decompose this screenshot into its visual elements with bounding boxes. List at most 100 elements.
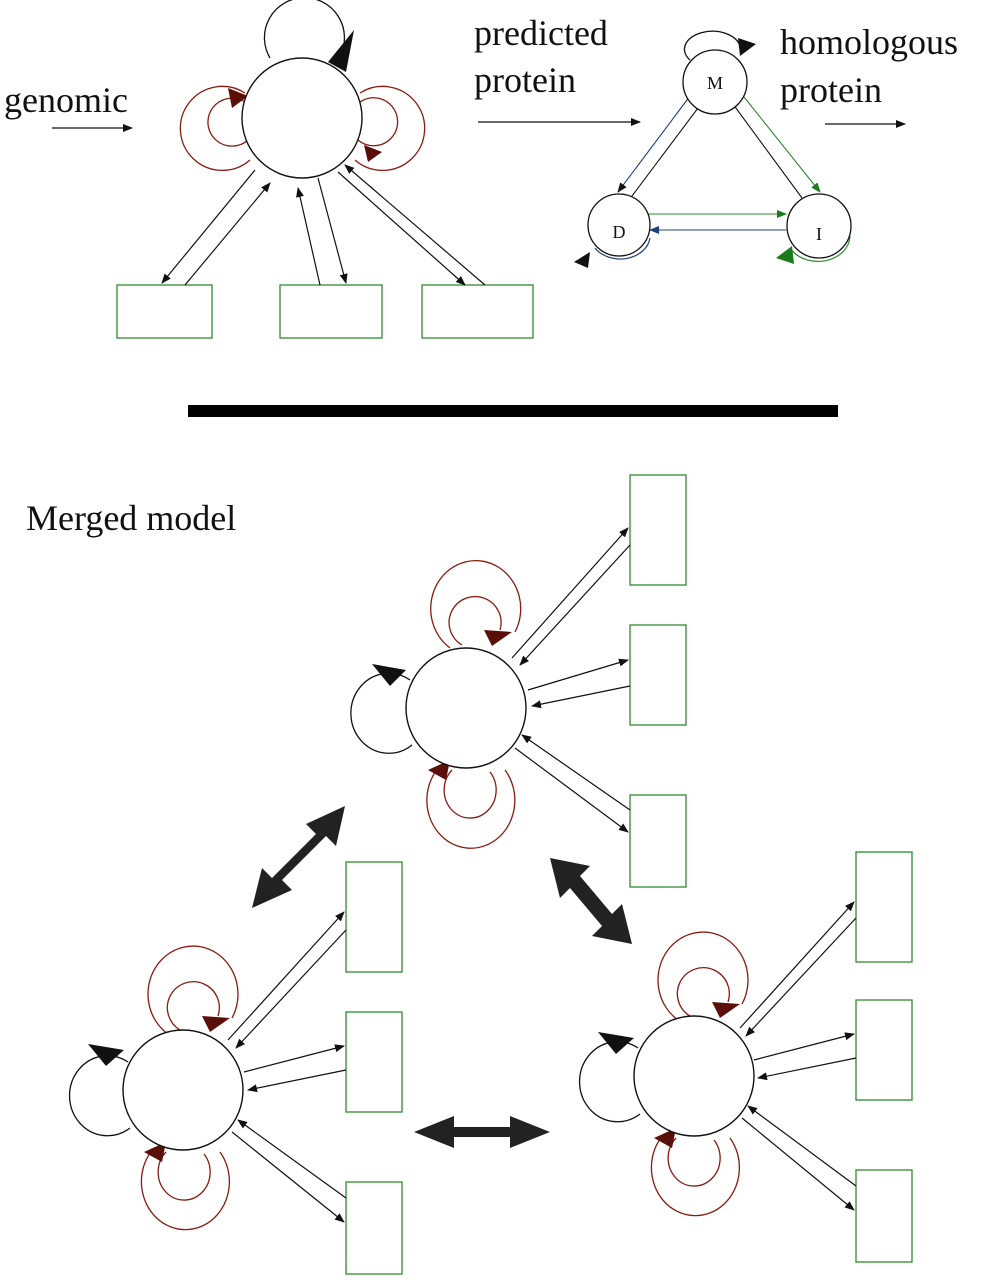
br-black-loop-head (598, 1032, 634, 1054)
br-lower-outer-loop (650, 1133, 741, 1217)
top-lower-inner-loop (443, 769, 497, 819)
protein-profile-model: predicted protein homologous protein M D… (474, 13, 958, 268)
merged-unit-bottom-left (68, 861, 403, 1275)
bl-edge-1b (235, 929, 347, 1049)
bl-edge-2b (247, 1069, 347, 1093)
genomic-edge-2a (296, 187, 321, 286)
merge-arrow-top-left (252, 806, 345, 908)
top-edge-1b (519, 544, 631, 666)
br-lower-loop-head (654, 1128, 676, 1148)
genomic-self-loop-head (328, 30, 354, 72)
bl-edge-3b (231, 1131, 345, 1223)
br-emission-box-3 (855, 1169, 913, 1263)
genomic-left-outer-loop (179, 85, 251, 171)
genomic-self-loop (263, 0, 346, 59)
bl-state (122, 1029, 244, 1151)
bl-lower-outer-loop (140, 1147, 231, 1231)
merge-arrow-top-right (550, 858, 632, 944)
genomic-right-inner-loop (357, 97, 399, 147)
merged-unit-top (350, 474, 687, 888)
predicted-label-line1: predicted (474, 13, 608, 53)
delete-state-label: D (613, 222, 626, 242)
insert-state-label: I (816, 224, 822, 244)
top-black-self-loop (350, 672, 413, 754)
br-upper-outer-loop (657, 931, 749, 1021)
edge-d-to-m (631, 99, 705, 197)
insert-self-loop-head (776, 246, 794, 264)
top-edge-2a (527, 658, 629, 691)
genomic-right-outer-loop (354, 85, 426, 171)
genomic-edge-1a (161, 169, 256, 284)
genomic-edge-3b (337, 171, 466, 286)
top-edge-3a (521, 734, 631, 811)
br-black-self-loop (578, 1041, 641, 1123)
bl-upper-loop-head (202, 1016, 230, 1032)
delete-self-loop-head (574, 252, 590, 268)
top-edge-2b (531, 685, 631, 709)
bl-upper-inner-loop (166, 981, 221, 1031)
bl-lower-loop-head (144, 1142, 166, 1162)
bl-emission-box-2 (345, 1011, 403, 1113)
match-state-label: M (707, 73, 723, 93)
insert-state (786, 193, 852, 259)
br-edge-1a (739, 901, 855, 1029)
top-state (405, 647, 527, 769)
bl-black-self-loop (68, 1055, 131, 1137)
bl-upper-outer-loop (147, 945, 239, 1035)
bl-black-loop-head (88, 1044, 124, 1066)
edge-m-to-i (739, 91, 821, 193)
br-edge-3b (741, 1117, 855, 1211)
genomic-edge-3a (344, 164, 486, 286)
edge-i-to-m (729, 99, 803, 199)
match-state (682, 49, 748, 115)
insert-self-loop (789, 235, 851, 262)
top-lower-loop-head (428, 760, 450, 780)
br-edge-2b (757, 1057, 857, 1081)
merged-unit-bottom-right (578, 851, 913, 1263)
genomic-edge-2b (317, 177, 348, 284)
bl-lower-inner-loop (157, 1151, 211, 1201)
top-emission-box-3 (629, 794, 687, 888)
bl-edge-1a (227, 911, 345, 1041)
delete-self-loop (594, 237, 651, 260)
br-upper-loop-head (712, 1002, 740, 1018)
match-self-loop (683, 30, 741, 61)
top-upper-inner-loop (448, 595, 502, 646)
edge-m-to-d (617, 95, 691, 193)
br-edge-1b (745, 917, 857, 1037)
bl-edge-3a (237, 1119, 347, 1199)
merge-arrow-bottom (414, 1116, 550, 1148)
genomic-emission-box-1 (116, 284, 213, 339)
genomic-edge-1b (184, 182, 271, 286)
top-emission-box-1 (629, 474, 687, 586)
homologous-label-line2: protein (780, 70, 882, 110)
delete-state (587, 193, 651, 257)
genomic-emission-box-3 (421, 284, 534, 339)
br-state (633, 1015, 755, 1137)
top-upper-outer-loop (430, 560, 522, 649)
top-upper-loop-head (484, 630, 512, 646)
genomic-emission-box-2 (279, 284, 383, 339)
bl-edge-2a (243, 1044, 345, 1073)
top-edge-3b (514, 747, 629, 833)
br-upper-inner-loop (676, 967, 731, 1017)
top-emission-box-2 (629, 624, 687, 726)
br-edge-2a (753, 1032, 855, 1061)
genomic-left-loop-head (228, 88, 248, 108)
homologous-label-line1: homologous (780, 22, 958, 62)
genomic-right-loop-head (364, 145, 382, 162)
top-black-loop-head (372, 664, 406, 686)
genomic-model: genomic (4, 0, 534, 339)
br-lower-inner-loop (667, 1137, 721, 1187)
predicted-label-line2: protein (474, 60, 576, 100)
br-edge-3a (747, 1105, 857, 1187)
merged-model-title: Merged model (26, 498, 236, 538)
top-edge-1a (511, 527, 629, 659)
bl-emission-box-3 (345, 1181, 403, 1275)
section-divider (188, 405, 838, 417)
genomic-label: genomic (4, 80, 128, 120)
genomic-state (241, 57, 363, 179)
br-emission-box-2 (855, 999, 913, 1101)
match-self-loop-head (738, 38, 756, 56)
